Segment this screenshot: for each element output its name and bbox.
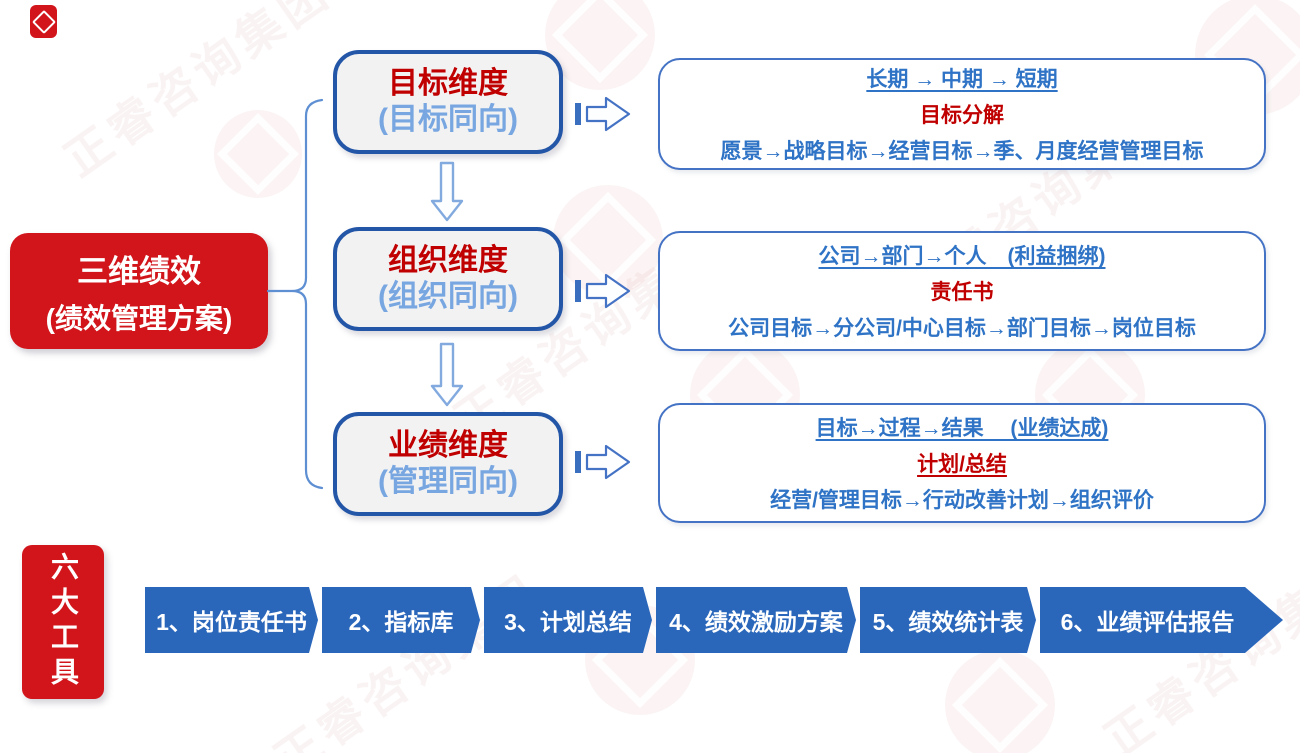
dimension-subtitle: (目标同向) <box>378 103 518 136</box>
detail-line1: 公司→部门→个人 (利益捆绑) <box>818 245 1106 268</box>
dimension-title: 组织维度 <box>388 244 508 277</box>
detail-box-organization: 公司→部门→个人 (利益捆绑) 责任书 公司目标→分公司/中心目标→部门目标→岗… <box>658 231 1266 351</box>
six-tools-label: 六大工具 <box>22 545 104 699</box>
detail-line2: 责任书 <box>930 281 994 304</box>
watermark-text: 正睿咨询集团 <box>265 564 551 753</box>
dimension-subtitle: (组织同向) <box>378 280 518 313</box>
right-block-arrow-icon <box>575 96 631 132</box>
brace-connector <box>266 98 324 490</box>
dimension-box-performance: 业绩维度 (管理同向) <box>333 412 563 516</box>
dimension-subtitle: (管理同向) <box>378 465 518 498</box>
dimension-title: 目标维度 <box>388 67 508 100</box>
detail-box-goal: 长期 → 中期 → 短期 目标分解 愿景→战略目标→经营目标→季、月度经营管理目… <box>658 58 1266 170</box>
tool-item-1: 1、岗位责任书 <box>145 587 318 653</box>
tool-item-3: 3、计划总结 <box>484 587 652 653</box>
detail-box-performance: 目标→过程→结果 (业绩达成) 计划/总结 经营/管理目标→行动改善计划→组织评… <box>658 403 1266 523</box>
main-scheme-title: 三维绩效 <box>77 253 201 289</box>
main-scheme-subtitle: (绩效管理方案) <box>45 302 233 334</box>
detail-line3: 公司目标→分公司/中心目标→部门目标→岗位目标 <box>728 317 1196 340</box>
detail-line2: 目标分解 <box>920 104 1004 127</box>
dimension-box-organization: 组织维度 (组织同向) <box>333 227 563 331</box>
right-block-arrow-icon <box>575 444 631 480</box>
detail-line2: 计划/总结 <box>917 453 1007 476</box>
watermark-circle <box>214 110 302 198</box>
detail-line1: 目标→过程→结果 (业绩达成) <box>815 417 1109 440</box>
tool-item-4: 4、绩效激励方案 <box>656 587 856 653</box>
dimension-title: 业绩维度 <box>388 429 508 462</box>
watermark-circle <box>945 650 1055 753</box>
detail-line3: 愿景→战略目标→经营目标→季、月度经营管理目标 <box>720 140 1204 163</box>
down-arrow-icon <box>430 342 464 407</box>
brand-logo-icon <box>30 5 57 38</box>
main-scheme-box: 三维绩效 (绩效管理方案) <box>10 233 268 349</box>
right-block-arrow-icon <box>575 273 631 309</box>
detail-line3: 经营/管理目标→行动改善计划→组织评价 <box>770 489 1154 512</box>
tool-item-5: 5、绩效统计表 <box>860 587 1036 653</box>
watermark-circle <box>545 0 655 90</box>
tool-item-6: 6、业绩评估报告 <box>1040 587 1283 653</box>
tool-item-2: 2、指标库 <box>322 587 480 653</box>
detail-line1: 长期 → 中期 → 短期 <box>866 68 1058 91</box>
dimension-box-goal: 目标维度 (目标同向) <box>333 50 563 154</box>
down-arrow-icon <box>430 161 464 222</box>
